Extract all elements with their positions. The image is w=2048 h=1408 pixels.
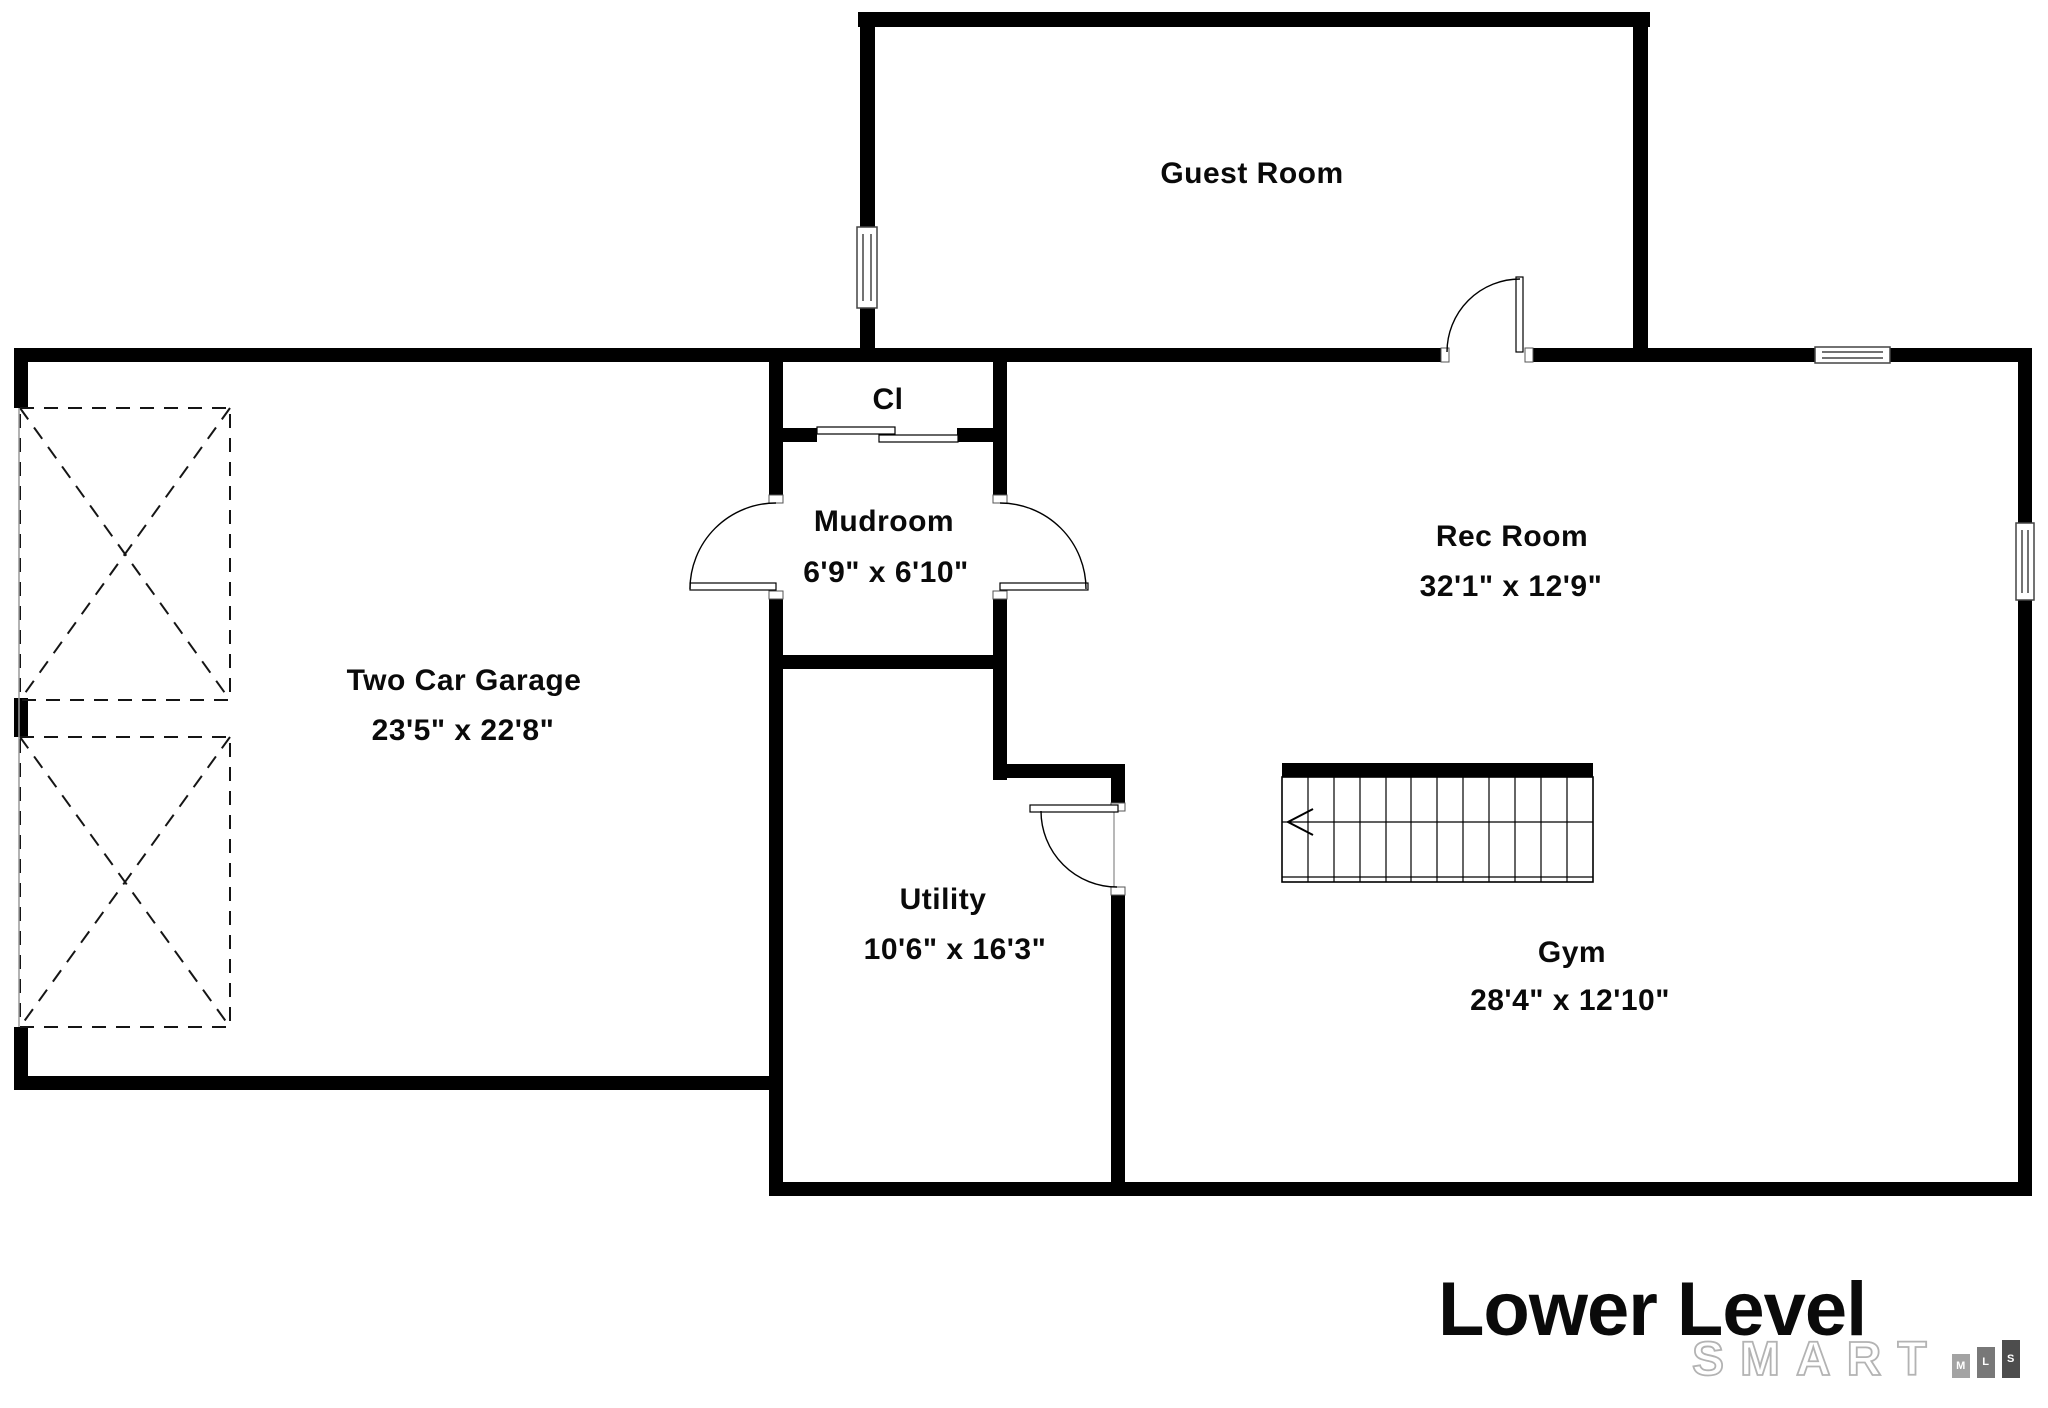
smart-mls-logo: SMART M L S xyxy=(1691,1332,2020,1386)
wall-segment xyxy=(1111,778,1125,803)
room-dims-utility: 10'6" x 16'3" xyxy=(863,933,1047,966)
wall-segment xyxy=(769,655,1007,669)
room-dims-mudroom: 6'9" x 6'10" xyxy=(803,556,969,589)
room-label-rec: Rec Room xyxy=(1435,520,1589,553)
room-label-utility: Utility xyxy=(899,883,987,916)
wall-segment xyxy=(1890,348,2032,362)
room-dims-rec: 32'1" x 12'9" xyxy=(1419,570,1603,603)
wall-segment xyxy=(2018,600,2032,1196)
door-swing-arc xyxy=(999,502,1087,590)
wall-segment xyxy=(993,599,1007,780)
door-swing-arc xyxy=(1446,278,1521,353)
door-panel xyxy=(689,582,777,591)
mls-letter-box-s: S xyxy=(2001,1340,2020,1378)
room-label-gym: Gym xyxy=(1537,936,1607,969)
door-jamb xyxy=(768,590,784,600)
staircase xyxy=(1281,776,1594,883)
wall-segment xyxy=(993,362,1007,495)
room-dims-garage: 23'5" x 22'8" xyxy=(371,714,555,747)
room-label-guest: Guest Room xyxy=(1160,157,1344,190)
wall-segment xyxy=(769,1182,2032,1196)
door-jamb xyxy=(1110,886,1126,896)
door-panel xyxy=(1029,804,1119,813)
garage-door-x-line xyxy=(19,407,231,701)
door-jamb xyxy=(992,590,1008,600)
door-jamb xyxy=(1440,347,1450,363)
door-jamb xyxy=(768,494,784,504)
windows xyxy=(856,226,2035,601)
wall-segment xyxy=(1527,348,1815,362)
stair-direction-arrow xyxy=(1285,808,1314,836)
door-jamb xyxy=(1524,347,1534,363)
window xyxy=(856,226,878,309)
wall-segment xyxy=(2018,348,2032,523)
door-swing-arc xyxy=(1040,810,1118,888)
smart-logo-text: SMART xyxy=(1691,1332,1943,1386)
window xyxy=(2015,522,2035,601)
mls-letter-box-m: M xyxy=(1951,1354,1970,1378)
garage-door-openings xyxy=(19,407,231,1028)
room-label-mudroom: Mudroom xyxy=(813,505,955,538)
walls xyxy=(14,12,2032,1196)
wall-segment xyxy=(993,764,1125,778)
wall-segment xyxy=(14,348,1447,362)
wall-segment xyxy=(14,1027,28,1090)
wall-segment xyxy=(14,698,28,737)
wall-segment xyxy=(858,12,1650,27)
garage-door-x-line xyxy=(19,736,231,1028)
room-label-garage: Two Car Garage xyxy=(346,664,582,697)
wall-segment xyxy=(1282,763,1593,777)
room-dims-gym: 28'4" x 12'10" xyxy=(1470,984,1670,1017)
wall-segment xyxy=(14,348,28,408)
wall-segment xyxy=(769,428,817,442)
door-panel xyxy=(1515,276,1524,353)
window xyxy=(1814,346,1891,364)
room-label-cl: Cl xyxy=(872,383,904,416)
doors xyxy=(689,276,1524,888)
wall-segment xyxy=(1111,895,1125,1196)
door-swing-arc xyxy=(689,502,777,590)
sliding-door-panel xyxy=(816,426,896,435)
wall-segment xyxy=(769,599,783,1196)
door-jamb xyxy=(992,494,1008,504)
floor-title: Lower Level xyxy=(1438,1267,1867,1352)
wall-segment xyxy=(1633,12,1648,362)
door-panel xyxy=(999,582,1089,591)
garage-door-opening xyxy=(19,736,231,1028)
sliding-door-panel xyxy=(878,434,959,443)
mls-letter-box-l: L xyxy=(1976,1347,1995,1378)
garage-door-opening xyxy=(19,407,231,701)
wall-segment xyxy=(860,12,875,227)
wall-segment xyxy=(14,1076,783,1090)
